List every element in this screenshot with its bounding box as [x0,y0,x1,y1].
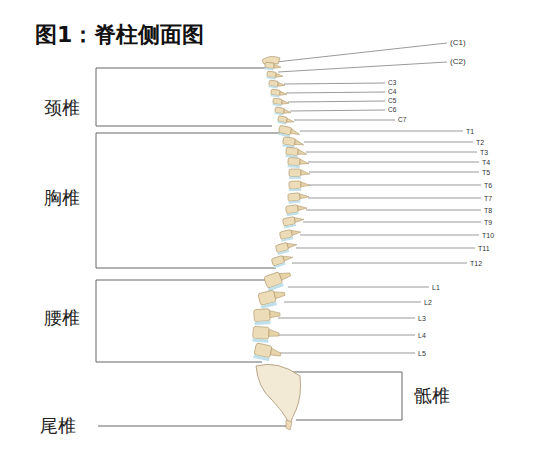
vertebra [252,62,310,363]
vertebra-label: T3 [480,149,488,156]
coccyx [286,420,292,430]
vertebra-label: T5 [482,169,490,176]
region-label: 腰椎 [44,309,80,327]
region-label: 尾椎 [40,417,76,435]
vertebra-label: C4 [388,89,396,96]
vertebra-label: L1 [432,284,440,291]
vertebra-label: T2 [476,139,484,146]
vertebra-label: T7 [484,195,492,202]
vertebra-label: T8 [484,207,492,214]
vertebra-label: C6 [388,107,396,114]
vertebra-label: L5 [418,350,426,357]
vertebra-label: (C2) [450,58,466,66]
region-label: 胸椎 [44,189,80,207]
vertebra-label: L2 [424,299,432,306]
vertebra-label: T9 [484,219,492,226]
vertebra-label: C5 [388,98,396,105]
vertebra-label: T4 [482,159,490,166]
vertebra-label: L4 [418,332,426,339]
vertebra-label: C3 [388,80,396,87]
vertebra-label: C7 [398,117,406,124]
region-label: 骶椎 [414,387,450,405]
sacrum [256,364,301,424]
vertebra-label: T10 [482,232,494,239]
figure-title: 图1：脊柱侧面图 [35,24,204,46]
vertebra-label: L3 [418,315,426,322]
region-label: 颈椎 [44,99,80,117]
vertebra-label: (C1) [450,39,466,47]
vertebra-label: T1 [466,128,474,135]
region-bracket [96,68,402,426]
vertebra-label: T12 [470,260,482,267]
vertebra-label: T6 [484,182,492,189]
vertebra-label: T11 [478,245,490,252]
leader-line [276,43,481,353]
